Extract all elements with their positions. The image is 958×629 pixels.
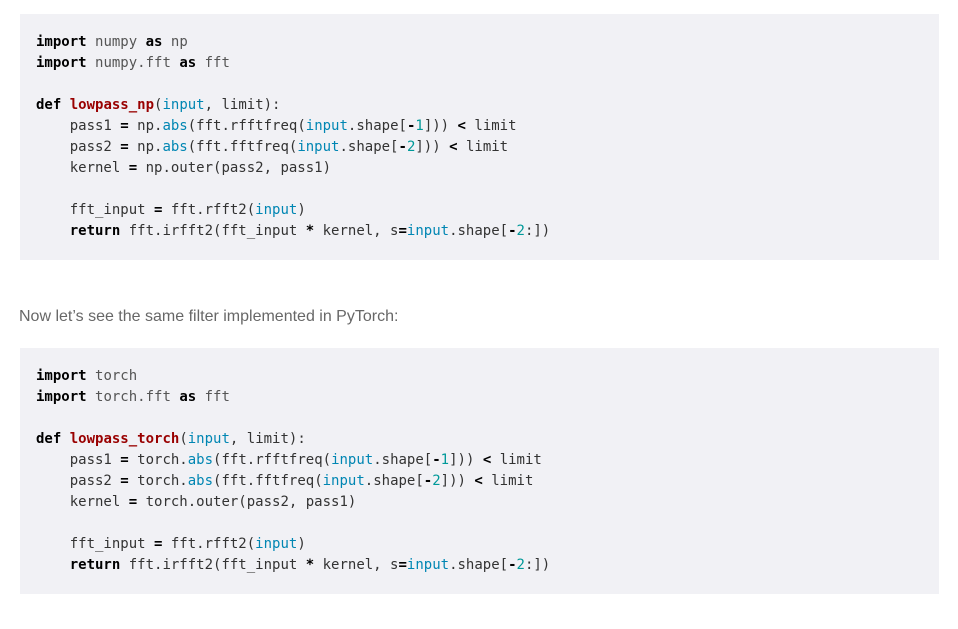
code-line: kernel = torch.outer(pass2, pass1) xyxy=(36,494,357,510)
article-content: import numpy as np import numpy.fft as ff… xyxy=(0,14,958,594)
code-line xyxy=(36,513,923,534)
code-line: def lowpass_np(input, limit): xyxy=(36,97,281,113)
code-line xyxy=(36,74,923,95)
code-line: return fft.irfft2(fft_input * kernel, s=… xyxy=(69,223,551,239)
code-line xyxy=(36,179,923,200)
code-line: import numpy as np xyxy=(36,34,188,50)
code-line: pass1 = np.abs(fft.rfftfreq(input.shape[… xyxy=(36,118,517,134)
code-line: def lowpass_torch(input, limit): xyxy=(36,431,306,447)
code-line: pass1 = torch.abs(fft.rfftfreq(input.sha… xyxy=(36,452,542,468)
code-line: pass2 = torch.abs(fft.fftfreq(input.shap… xyxy=(36,473,534,489)
code-line: fft_input = fft.rfft2(input) xyxy=(36,202,306,218)
code-line: return fft.irfft2(fft_input * kernel, s=… xyxy=(69,557,551,573)
code-line: kernel = np.outer(pass2, pass1) xyxy=(36,160,332,176)
code-line: import torch xyxy=(36,368,138,384)
code-listing-numpy: import numpy as np import numpy.fft as ff… xyxy=(36,32,923,242)
code-listing-torch: import torch import torch.fft as fft def l… xyxy=(36,366,923,576)
code-line xyxy=(36,408,923,429)
code-line: pass2 = np.abs(fft.fftfreq(input.shape[-… xyxy=(36,139,509,155)
code-line: import numpy.fft as fft xyxy=(36,55,230,71)
code-block-torch-lowpass: import torch import torch.fft as fft def l… xyxy=(20,348,939,594)
intro-paragraph: Now let’s see the same filter implemente… xyxy=(19,308,399,325)
code-line: import torch.fft as fft xyxy=(36,389,230,405)
code-line: fft_input = fft.rfft2(input) xyxy=(36,536,306,552)
code-block-numpy-lowpass: import numpy as np import numpy.fft as ff… xyxy=(20,14,939,260)
